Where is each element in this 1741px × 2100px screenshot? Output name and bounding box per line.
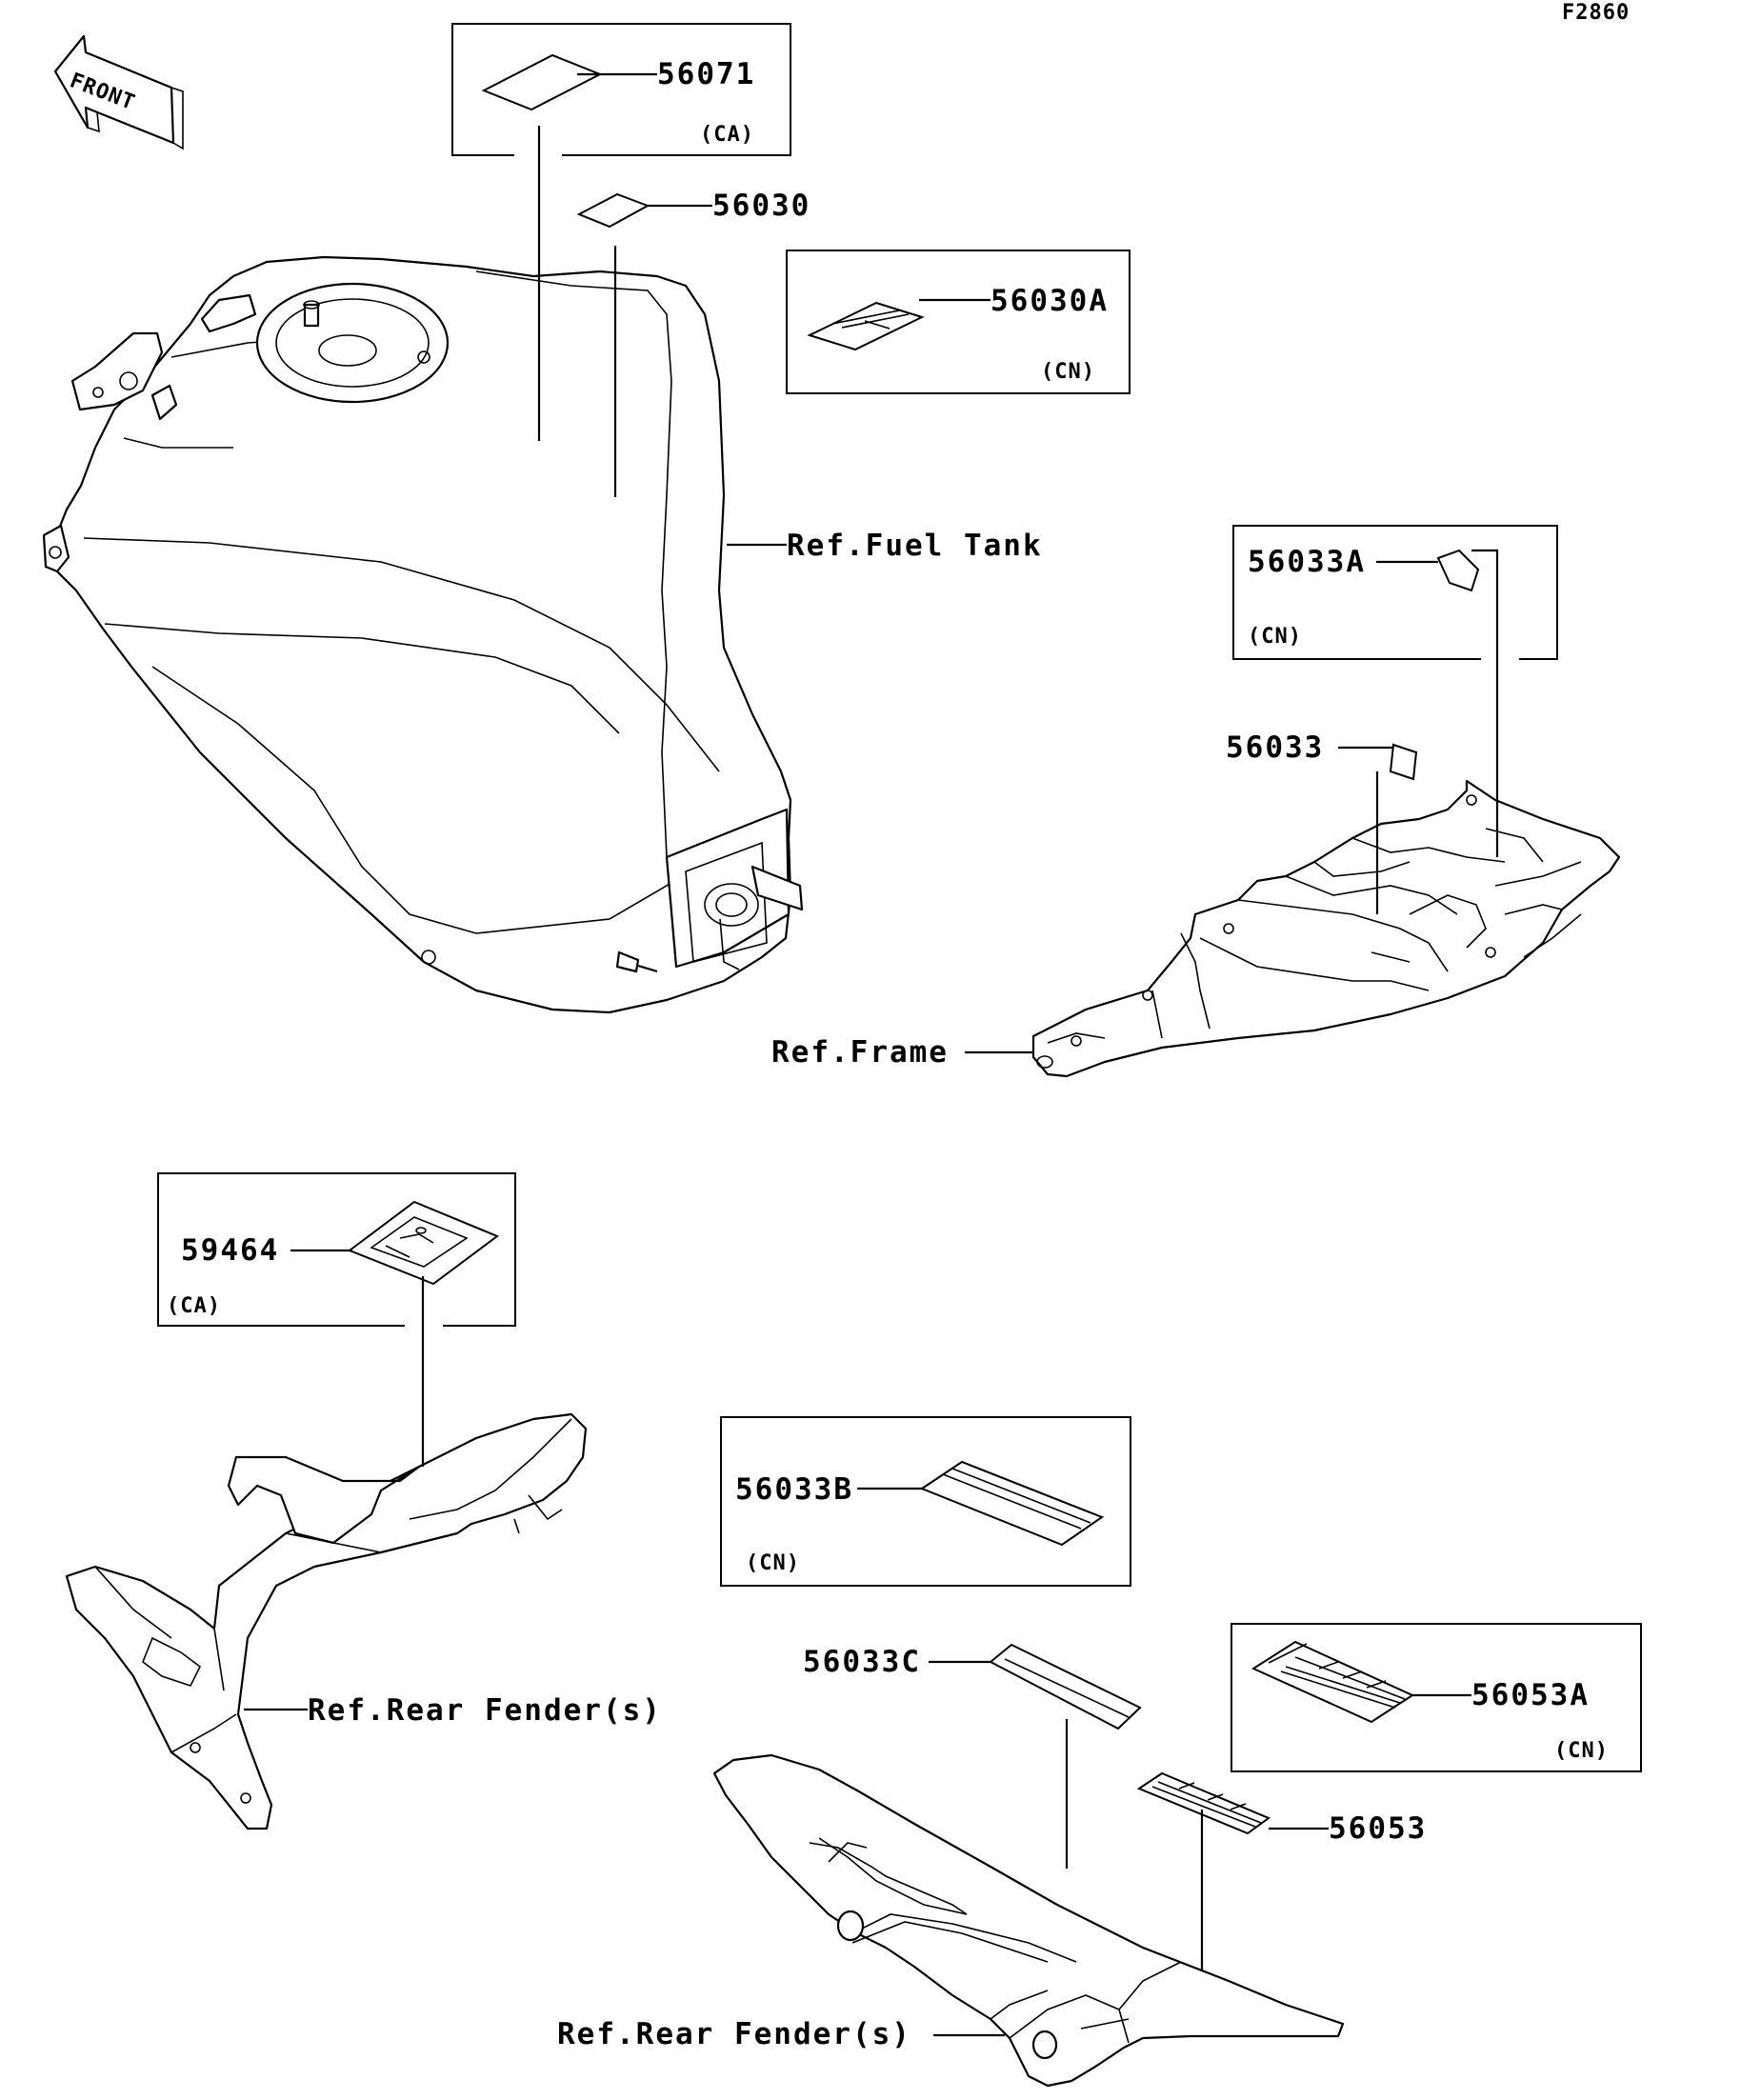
part-56033: 56033 <box>1226 730 1324 765</box>
ref-frame: Ref.Frame <box>771 1035 949 1070</box>
rear-frame <box>1031 779 1621 1078</box>
callout-56033B: 56033B (CN) <box>720 1416 1131 1587</box>
part-56033C: 56033C <box>803 1645 921 1679</box>
variant-56033A: (CN) <box>1248 625 1302 649</box>
part-59464: 59464 <box>181 1233 279 1268</box>
part-56053: 56053 <box>1329 1811 1427 1846</box>
rear-fender-left <box>65 1412 588 1830</box>
part-56071: 56071 <box>657 57 755 91</box>
fuel-tank <box>42 255 804 1014</box>
callout-56033C: 56033C <box>803 1643 1142 1869</box>
part-56030: 56030 <box>712 189 810 223</box>
callout-56033: 56033 <box>1226 730 1418 914</box>
callout-59464: 59464 (CA) <box>157 1172 516 1467</box>
callout-56053A: 56053A (CN) <box>1231 1623 1642 1772</box>
ref-rear-fender-1: Ref.Rear Fender(s) <box>308 1693 662 1728</box>
variant-56030A: (CN) <box>1041 360 1095 384</box>
variant-56053A: (CN) <box>1554 1739 1609 1763</box>
figure-id: F2860 <box>1562 1 1630 25</box>
front-arrow-icon: FRONT <box>53 34 184 150</box>
ref-fuel-tank: Ref.Fuel Tank <box>787 529 1043 563</box>
variant-56033B: (CN) <box>746 1551 800 1575</box>
ref-rear-fender-2: Ref.Rear Fender(s) <box>557 2017 911 2051</box>
part-56053A: 56053A <box>1471 1678 1590 1712</box>
variant-56071: (CA) <box>700 123 754 147</box>
part-56033A: 56033A <box>1248 545 1366 579</box>
part-56033B: 56033B <box>735 1472 853 1507</box>
rear-fender-right <box>712 1753 1345 2088</box>
callout-56071: 56071 (CA) <box>451 23 791 441</box>
variant-59464: (CA) <box>167 1294 221 1318</box>
callout-56030: 56030 <box>576 189 810 497</box>
callout-56033A: 56033A (CN) <box>1232 525 1558 857</box>
callout-56053: 56053 <box>1136 1771 1427 1971</box>
part-56030A: 56030A <box>991 284 1109 318</box>
callout-56030A: 56030A (CN) <box>786 250 1131 394</box>
